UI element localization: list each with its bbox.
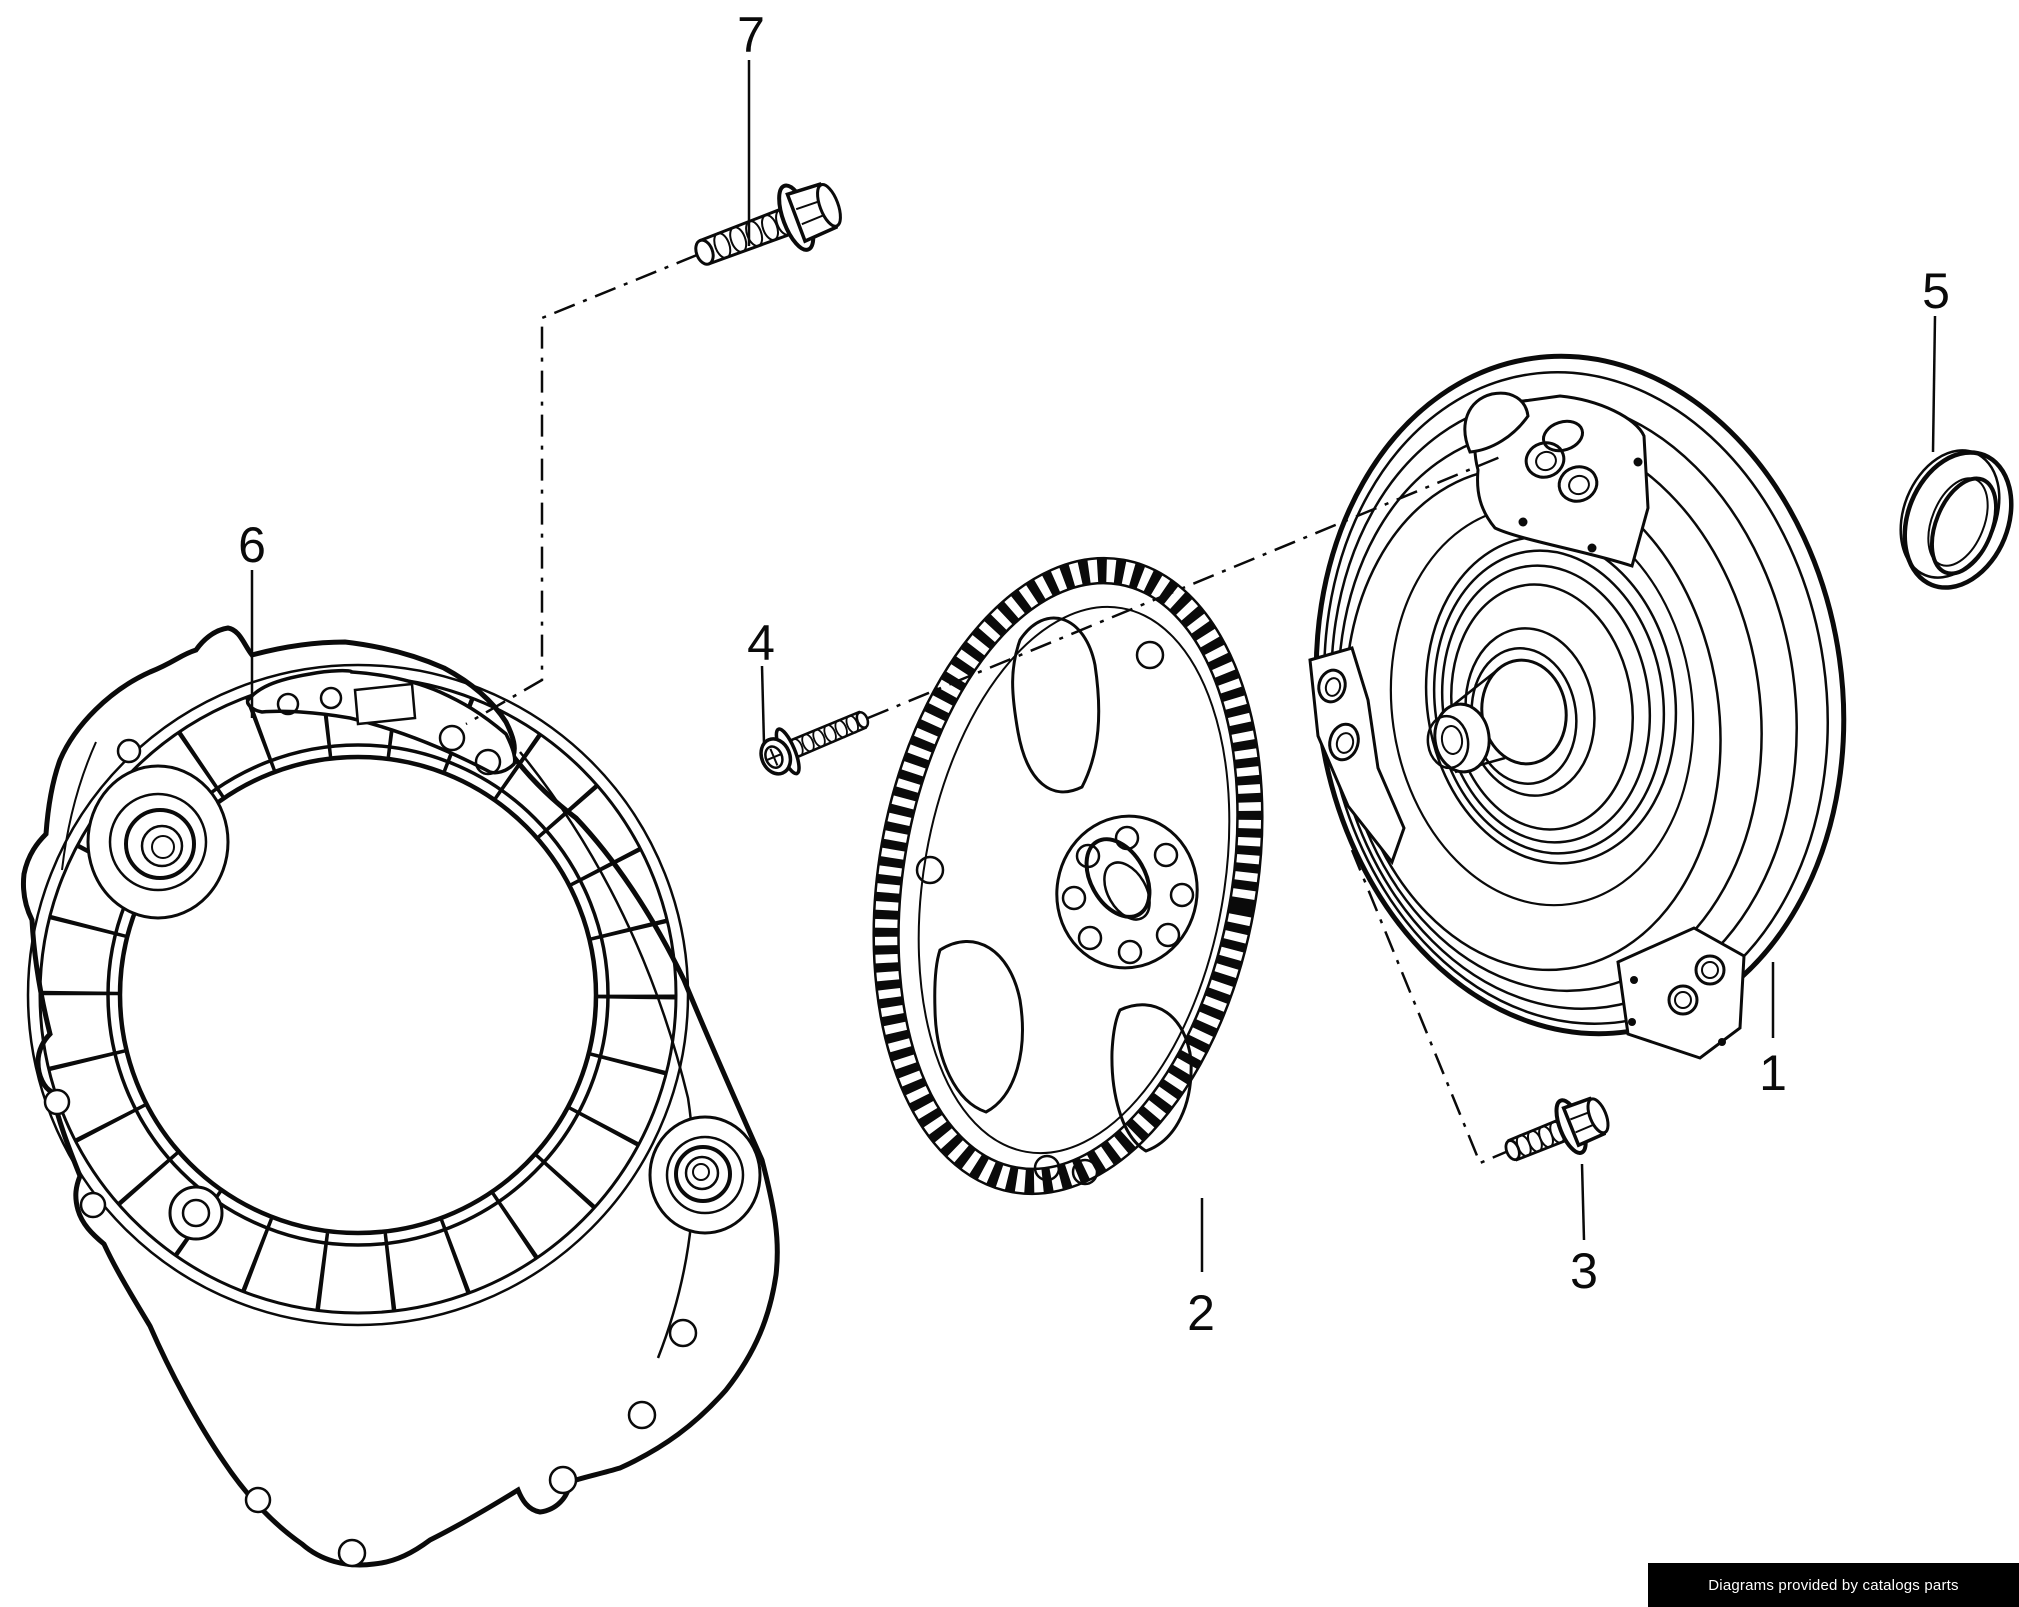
- converter-housing-drawing: [21, 625, 780, 1568]
- callout-label-4: 4: [747, 615, 775, 671]
- seal-ring-drawing: [1899, 449, 2014, 590]
- callout-label-3: 3: [1570, 1243, 1598, 1299]
- callout-label-1: 1: [1759, 1045, 1787, 1101]
- leader-lines: [250, 60, 1937, 1272]
- drive-plate-drawing: [872, 556, 1264, 1196]
- watermark-bar: Diagrams provided by catalogs parts: [1648, 1563, 2019, 1607]
- watermark-text: Diagrams provided by catalogs parts: [1708, 1576, 1959, 1594]
- torque-converter-drawing: [1308, 353, 1847, 1060]
- callout-label-7: 7: [737, 7, 765, 63]
- callout-label-5: 5: [1922, 263, 1950, 319]
- callout-label-6: 6: [238, 517, 266, 573]
- bolt-drawing-7: [694, 182, 842, 266]
- bolt-drawing-4: [759, 710, 870, 776]
- bolt-drawing-3: [1504, 1096, 1610, 1162]
- callout-label-2: 2: [1187, 1285, 1215, 1341]
